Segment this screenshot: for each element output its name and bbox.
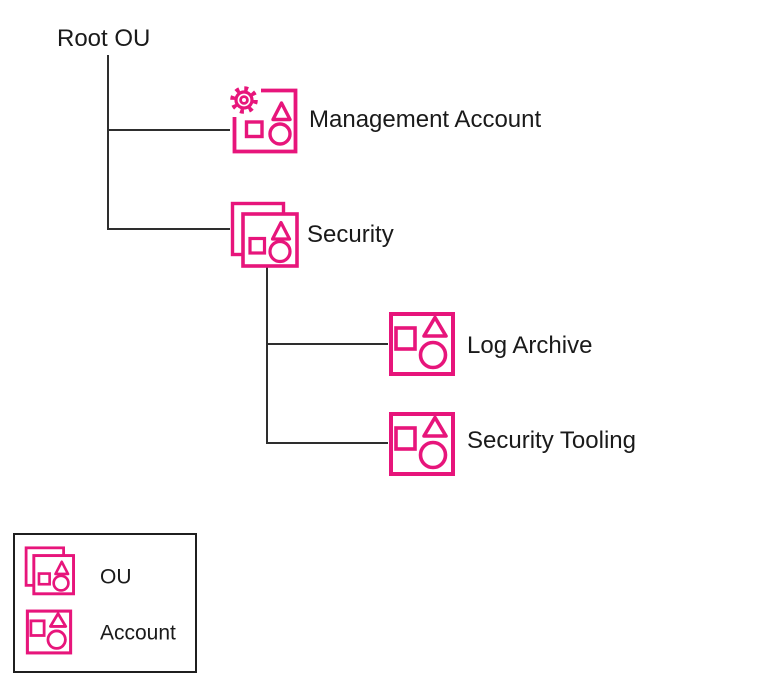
log-archive-account-icon xyxy=(389,312,455,376)
management-account-icon xyxy=(230,86,298,154)
legend-ou-label: OU xyxy=(100,565,132,589)
root-ou-label: Root OU xyxy=(57,25,151,52)
connector-root-trunk xyxy=(107,55,109,230)
security-tooling-label: Security Tooling xyxy=(467,427,636,454)
account-icon xyxy=(25,609,73,655)
security-ou-icon xyxy=(230,201,299,268)
connector-to-management-account xyxy=(107,129,230,131)
connector-to-security xyxy=(107,228,230,230)
management-account-label: Management Account xyxy=(309,106,542,133)
connector-security-trunk xyxy=(266,267,268,444)
connector-to-security-tooling xyxy=(266,442,388,444)
log-archive-label: Log Archive xyxy=(467,332,593,359)
connector-to-log-archive xyxy=(266,343,388,345)
ou-icon xyxy=(24,546,75,596)
security-ou-label: Security xyxy=(307,221,394,248)
security-tooling-account-icon xyxy=(389,412,455,476)
legend-account-label: Account xyxy=(100,621,176,645)
